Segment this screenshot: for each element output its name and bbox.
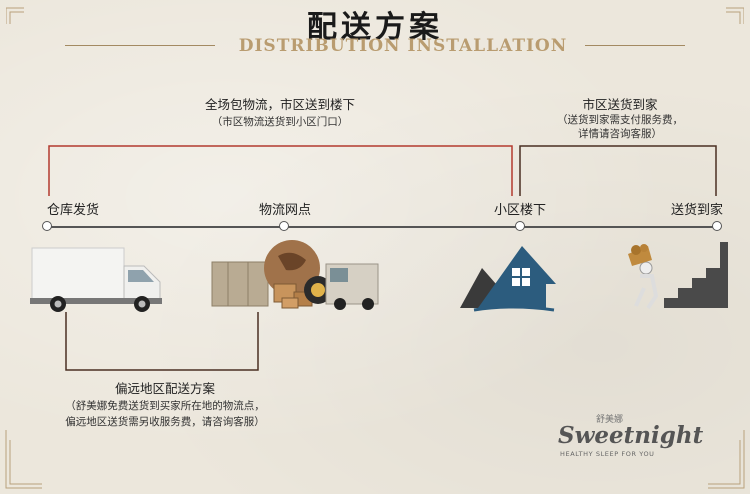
brand-tagline: HEALTHY SLEEP FOR YOU xyxy=(560,450,655,458)
route-top-right-note-line2: 详情请咨询客服） xyxy=(578,128,662,140)
house-icon xyxy=(460,246,556,312)
timeline-dot-downstairs xyxy=(515,221,525,231)
corner-ornament-bottom-right xyxy=(708,430,745,489)
route-bottom-note-line1: （舒美娜免费送货到买家所在地的物流点， xyxy=(65,400,265,412)
corner-ornament-bottom-left xyxy=(5,430,42,489)
timeline-dot-warehouse xyxy=(42,221,52,231)
corner-ornament-top-left xyxy=(6,7,24,24)
logistics-icon xyxy=(211,240,379,310)
timeline-dot-logistics-point xyxy=(279,221,289,231)
stop-label-downstairs: 小区楼下 xyxy=(493,203,546,218)
subtitle-rule-right xyxy=(585,45,685,46)
brand-cn-name: 舒美娜 xyxy=(596,415,624,425)
corner-ornament-top-right xyxy=(726,7,744,24)
timeline-dot-home-delivery xyxy=(712,221,722,231)
route-bottom-caption: 偏远地区配送方案 xyxy=(114,381,215,396)
timeline-line xyxy=(47,226,721,228)
route-top-right-caption: 市区送货到家 xyxy=(582,97,658,112)
route-top-right-note-line1: （送货到家需支付服务费， xyxy=(557,114,683,126)
stop-label-logistics-point: 物流网点 xyxy=(258,203,311,218)
subtitle-row: DISTRIBUTION INSTALLATION xyxy=(65,36,685,56)
stop-label-warehouse: 仓库发货 xyxy=(46,203,99,218)
brand-wordmark: Sweetnight xyxy=(558,422,704,449)
route-top-left-caption: 全场包物流，市区送到楼下 xyxy=(204,97,355,112)
page-title: 配送方案 xyxy=(307,10,443,45)
truck-icon xyxy=(30,247,162,312)
stairs-delivery-icon xyxy=(628,242,728,310)
brand-logo: 舒美娜 Sweetnight HEALTHY SLEEP FOR YOU xyxy=(558,415,708,458)
route-top-left-note: （市区物流送货到小区门口） xyxy=(211,116,349,128)
page-subtitle: DISTRIBUTION INSTALLATION xyxy=(238,36,568,56)
subtitle-rule-left xyxy=(65,45,215,46)
route-bottom-note-line2: 偏远地区送货需另收服务费，请咨询客服） xyxy=(65,416,265,428)
stop-label-home-delivery: 送货到家 xyxy=(670,203,723,218)
